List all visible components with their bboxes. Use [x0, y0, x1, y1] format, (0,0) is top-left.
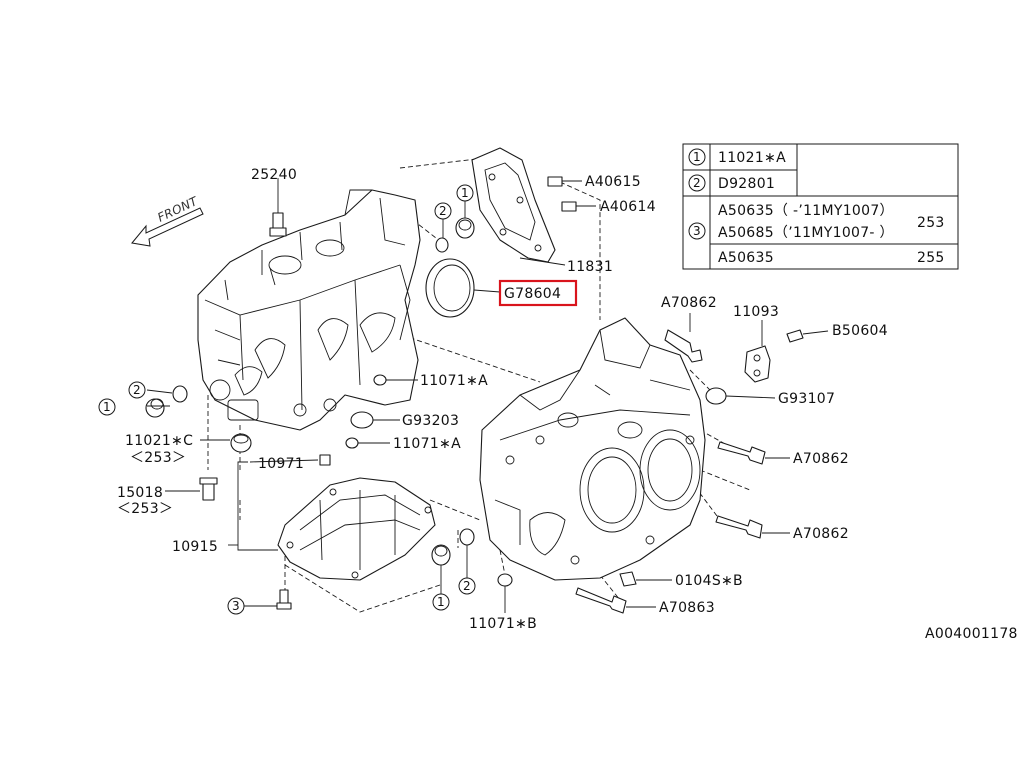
callout-1-left: 1	[103, 400, 111, 414]
callout-2-bottom: 2	[463, 579, 471, 593]
callout-3-bottom: 3	[232, 599, 240, 613]
bolt-b50604	[786, 329, 829, 343]
legend-row-3-qty: 253	[917, 215, 945, 231]
highlight-box-g78604	[498, 279, 578, 307]
front-arrow-icon: FRONT	[131, 193, 204, 247]
baffle-plate-10915	[277, 477, 436, 581]
label-a70862-top: A70862	[661, 295, 717, 311]
label-15018: 15018	[117, 485, 163, 501]
label-0104sb: 0104S∗B	[675, 573, 743, 589]
label-15018-qty: ＜253＞	[117, 501, 173, 517]
legend-row-1-callout: 1	[693, 150, 701, 164]
label-11831: 11831	[567, 259, 613, 275]
label-11071b: 11071∗B	[469, 616, 537, 632]
bolt-bottom-3	[244, 589, 292, 610]
label-g78604: G78604	[504, 286, 561, 302]
leader-lines	[146, 178, 566, 594]
knock-sensor	[269, 186, 287, 237]
label-a70863: A70863	[659, 600, 715, 616]
gasket-left-2	[172, 385, 188, 403]
oil-seal-g78604	[425, 258, 501, 318]
label-11021c-qty: ＜253＞	[130, 450, 186, 466]
callout-circles: 1 2 2 1 3 1 2	[98, 184, 476, 615]
legend-row-4-qty: 255	[917, 250, 945, 266]
legend-row-3-part-a: A50635（ -’11MY1007）	[718, 203, 894, 219]
clip-10971	[319, 454, 331, 466]
sensor-15018	[165, 477, 218, 501]
o-ring-11071a-1	[373, 374, 418, 386]
part-labels: 25240 A40615 A40614 11831 G78604 A70862 …	[117, 167, 1018, 642]
plug-top	[455, 217, 475, 239]
bolt-a40615	[547, 176, 582, 187]
label-a40615: A40615	[585, 174, 641, 190]
plug-bottom-1	[431, 544, 451, 566]
gasket-g93107	[705, 387, 776, 405]
bolt-a70862-mid	[717, 441, 790, 465]
callout-1-top: 1	[461, 186, 469, 200]
callout-1-bottom: 1	[437, 595, 445, 609]
gasket-bottom-2	[459, 528, 475, 546]
label-a40614: A40614	[600, 199, 656, 215]
bolt-a70863	[575, 587, 656, 614]
label-g93107: G93107	[778, 391, 835, 407]
label-10915: 10915	[172, 539, 218, 555]
label-11093: 11093	[733, 304, 779, 320]
gasket-top	[435, 237, 449, 253]
gasket-g93203	[350, 411, 400, 429]
label-b50604: B50604	[832, 323, 888, 339]
label-a70862-mid: A70862	[793, 451, 849, 467]
bolt-a40614	[561, 201, 596, 212]
label-10971: 10971	[258, 456, 304, 472]
label-a70862-low: A70862	[793, 526, 849, 542]
legend-row-2-part: D92801	[718, 176, 775, 192]
callout-2-top: 2	[439, 204, 447, 218]
plug-11021c	[230, 433, 252, 453]
legend-table: 1 11021∗A 2 D92801 3 A50635（ -’11MY1007）…	[682, 143, 959, 270]
diagram-reference-id: A004001178	[925, 626, 1018, 642]
label-11071a-2: 11071∗A	[393, 436, 461, 452]
legend-row-4-part: A50635	[718, 250, 774, 266]
bolt-a70862-top	[664, 313, 703, 363]
callout-2-left: 2	[133, 383, 141, 397]
o-ring-11071a-2	[345, 437, 390, 449]
legend-row-2-callout: 2	[693, 176, 701, 190]
left-cylinder-block	[197, 189, 421, 431]
label-11071a-1: 11071∗A	[420, 373, 488, 389]
bolt-0104sb	[619, 571, 672, 587]
label-g93203: G93203	[402, 413, 459, 429]
label-25240: 25240	[251, 167, 297, 183]
legend-row-3-callout: 3	[693, 224, 701, 238]
legend-row-1-part: 11021∗A	[718, 150, 786, 166]
rear-plate	[471, 147, 556, 263]
bolt-a70862-low	[715, 515, 790, 539]
right-cylinder-block	[479, 317, 706, 581]
legend-row-3-part-b: A50685（’11MY1007- ）	[718, 225, 894, 241]
label-11021c: 11021∗C	[125, 433, 193, 449]
o-ring-11071b	[497, 573, 513, 613]
plug-left-1	[145, 398, 165, 418]
bracket-11093	[744, 320, 771, 383]
